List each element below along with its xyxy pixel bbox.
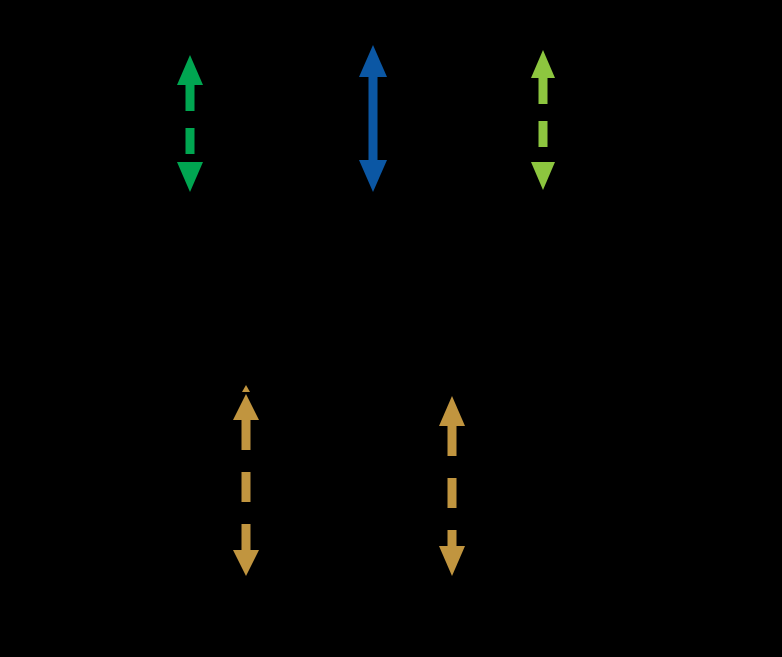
blue-solid-double-arrow — [359, 45, 387, 192]
ochre-dashed-double-arrow-right-head-bottom — [439, 546, 465, 576]
ochre-dashed-double-arrow-left-head-top — [233, 394, 259, 420]
green-dashed-double-arrow — [177, 55, 203, 192]
light-green-dashed-double-arrow-head-top — [531, 50, 555, 78]
light-green-dashed-double-arrow-head-bottom — [531, 162, 555, 190]
light-green-dashed-double-arrow — [531, 50, 555, 190]
green-dashed-double-arrow-head-top — [177, 55, 203, 85]
ochre-dashed-double-arrow-left — [233, 385, 259, 576]
ochre-dashed-double-arrow-right-head-top — [439, 396, 465, 426]
upper-arrow-group — [177, 45, 555, 192]
ochre-dashed-double-arrow-left-tip-fragment — [242, 385, 250, 392]
ochre-dashed-double-arrow-right — [439, 396, 465, 576]
lower-arrow-group — [233, 385, 465, 576]
blue-solid-double-arrow-head-bottom — [359, 160, 387, 192]
green-dashed-double-arrow-head-bottom — [177, 162, 203, 192]
ochre-dashed-double-arrow-left-head-bottom — [233, 550, 259, 576]
blue-solid-double-arrow-head-top — [359, 45, 387, 77]
